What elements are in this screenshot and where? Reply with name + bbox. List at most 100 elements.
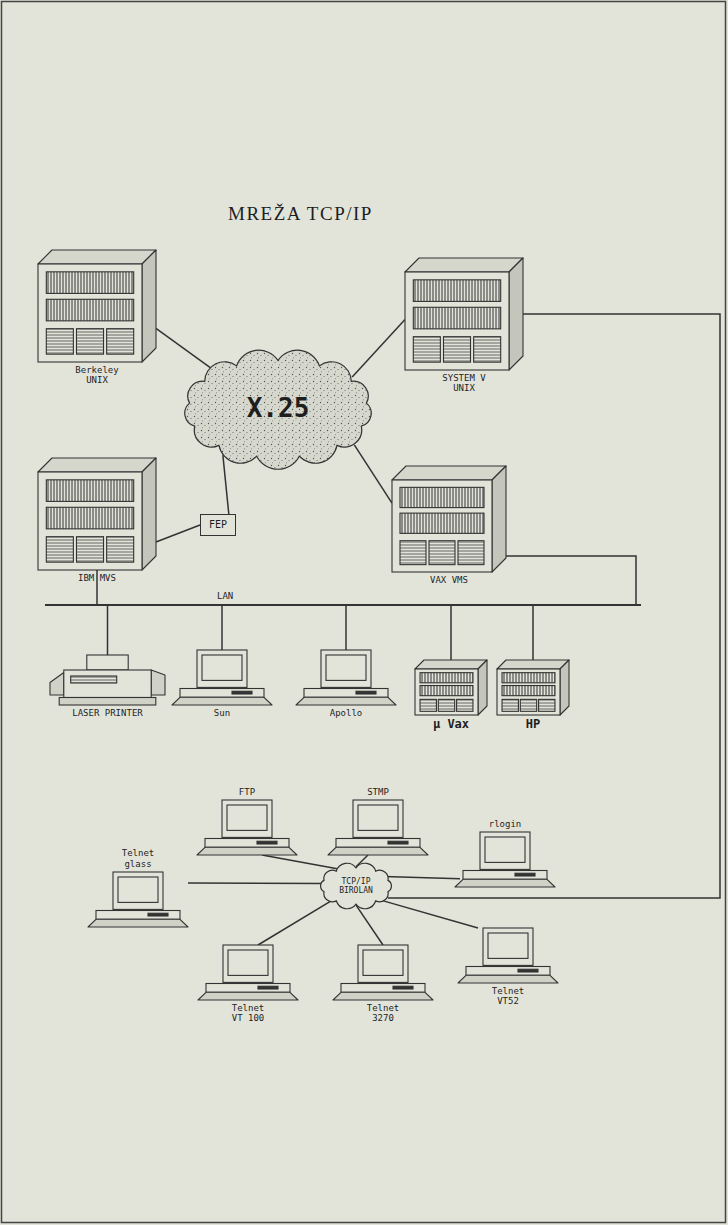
terminal-pc: FTP: [197, 800, 297, 855]
diagram-title: MREŽA TCP/IP: [228, 203, 373, 225]
monitor-screen: [363, 950, 403, 975]
terminal-pc: rlogin: [455, 832, 555, 887]
node-caption: SYSTEM V UNIX: [434, 373, 494, 394]
cabinet-panel: [520, 699, 536, 711]
monitor-screen: [358, 805, 398, 830]
node-label: Telnet VT 100: [226, 1003, 271, 1024]
node-caption: Telnet glass: [118, 848, 158, 869]
cabinet-panel: [420, 699, 436, 711]
lan-cloud: TCP/IP BIROLAN: [316, 862, 396, 910]
node-outline: [38, 458, 156, 570]
node-caption: Apollo: [330, 708, 363, 718]
drive-slot: [258, 986, 278, 989]
drive-slot: [393, 986, 413, 989]
node-label: Telnet glass: [118, 848, 158, 869]
node-label: X.25: [247, 394, 310, 424]
cabinet-panel: [474, 337, 501, 362]
system-unit: [466, 967, 550, 976]
terminal-pc: STMP: [328, 800, 428, 855]
network-link: [345, 606, 347, 650]
lan-bus: LAN: [45, 604, 641, 606]
node-outline: [328, 800, 428, 855]
drive-slot: [518, 969, 538, 972]
output-tray: [151, 670, 165, 695]
network-link: [382, 900, 478, 928]
cloud-outline: [185, 350, 371, 469]
network-link: [388, 314, 720, 898]
node-outline: [88, 872, 188, 927]
drive-row: [413, 307, 500, 329]
cabinet-top: [38, 250, 156, 264]
node-outline: [405, 258, 523, 370]
drive-row: [413, 280, 500, 302]
cabinet-front: [497, 669, 560, 715]
network-link: [221, 606, 223, 650]
network-cloud: X.25: [172, 345, 384, 473]
monitor-screen: [485, 837, 525, 862]
cabinet-panel: [429, 541, 455, 565]
cabinet-top: [497, 660, 569, 669]
server-cabinet: VAX VMS: [392, 466, 506, 572]
system-unit: [336, 839, 420, 848]
cabinet-panel: [539, 699, 555, 711]
cabinet-panel: [413, 337, 440, 362]
drive-slot: [232, 691, 252, 694]
cabinet-panel: [458, 541, 484, 565]
laser-printer: LASER PRINTER: [50, 655, 165, 705]
fep-box: FEP: [200, 514, 236, 536]
node-outline: [497, 660, 569, 715]
drive-row: [46, 299, 133, 321]
node-caption: µ Vax: [433, 718, 469, 732]
node-label: Apollo: [330, 708, 363, 718]
node-caption: HP: [526, 718, 540, 732]
keyboard: [333, 992, 433, 1000]
node-outline: [455, 832, 555, 887]
node-label: FTP: [239, 787, 255, 797]
node-label: µ Vax: [433, 718, 469, 732]
drive-slot: [356, 691, 376, 694]
monitor-case: [483, 928, 533, 965]
cabinet-panel: [76, 329, 103, 354]
cabinet-panel: [438, 699, 454, 711]
node-caption: rlogin: [489, 819, 522, 829]
node-outline: [458, 928, 558, 983]
drive-row: [46, 507, 133, 529]
paper-sheet: [87, 655, 128, 670]
node-outline: [172, 650, 272, 705]
printer-base: [59, 698, 156, 706]
keyboard: [328, 847, 428, 855]
keyboard: [458, 975, 558, 983]
system-unit: [180, 689, 264, 698]
monitor-case: [222, 800, 272, 837]
drive-slot: [257, 841, 277, 844]
cloud-outline: [321, 863, 392, 908]
monitor-case: [321, 650, 371, 687]
node-caption: TCP/IP BIROLAN: [316, 862, 396, 910]
printer-body: [64, 670, 151, 698]
monitor-screen: [228, 950, 268, 975]
cabinet-panel: [46, 537, 73, 562]
node-caption: X.25: [172, 345, 384, 473]
node-label: Berkeley UNIX: [67, 365, 127, 386]
drive-slot: [148, 913, 168, 916]
cabinet-panel: [400, 541, 426, 565]
server-cabinet: Berkeley UNIX: [38, 250, 156, 362]
network-link: [156, 328, 214, 370]
cabinet-panel: [107, 537, 134, 562]
keyboard: [88, 919, 188, 927]
node-caption: VAX VMS: [430, 575, 468, 585]
node-caption: STMP: [367, 787, 389, 797]
monitor-screen: [488, 933, 528, 958]
node-caption: Berkeley UNIX: [67, 365, 127, 386]
workstation: Sun: [172, 650, 272, 705]
monitor-screen: [118, 877, 158, 902]
drive-row: [400, 487, 484, 507]
cabinet-panel: [107, 329, 134, 354]
cabinet-front: [415, 669, 478, 715]
node-label: LAN: [217, 591, 233, 601]
drive-row: [502, 673, 555, 683]
node-outline: [333, 945, 433, 1000]
cabinet-panel: [443, 337, 470, 362]
drive-row: [400, 513, 484, 533]
